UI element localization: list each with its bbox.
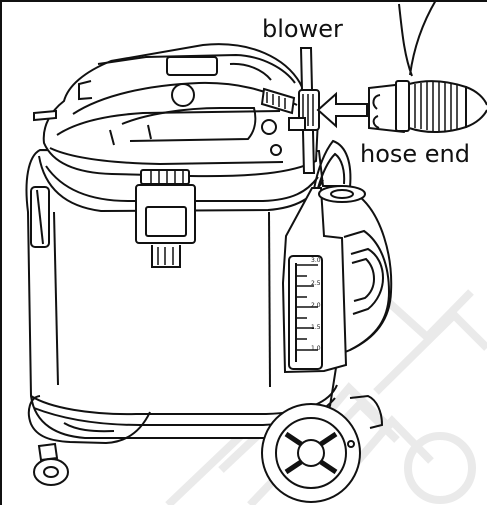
frame-left-border bbox=[0, 0, 2, 505]
tank-left-seam bbox=[53, 211, 59, 386]
rear-wheel-bolt bbox=[347, 440, 355, 448]
rotation-mark-bottom bbox=[372, 115, 380, 129]
motor-head bbox=[33, 43, 320, 178]
tank-right-seam bbox=[268, 211, 271, 388]
tank-side-panel bbox=[343, 229, 391, 351]
motor-head-knob bbox=[171, 83, 195, 107]
hose-ribs bbox=[414, 82, 458, 131]
front-base-line bbox=[63, 422, 115, 433]
insertion-arrow bbox=[316, 91, 368, 129]
lid-handle bbox=[121, 107, 257, 142]
motor-head-rim bbox=[97, 53, 296, 84]
hose-end-label: hose end bbox=[360, 140, 471, 168]
hose-cable-2 bbox=[409, 0, 437, 76]
clamp-inner bbox=[145, 206, 187, 237]
blower-label: blower bbox=[262, 15, 343, 43]
clamp-tab bbox=[151, 245, 181, 268]
water-level-window bbox=[288, 255, 323, 370]
hose-end-assembly bbox=[368, 0, 487, 134]
lid-grill bbox=[260, 87, 296, 115]
front-caster-mount bbox=[37, 442, 59, 462]
watermark-stroke-5 bbox=[373, 309, 487, 395]
scale-tick-1-5: 1.5 bbox=[311, 324, 321, 331]
scale-major-ticks bbox=[296, 264, 318, 351]
scale-tick-3-0: 3.0 bbox=[311, 257, 321, 264]
watermark-circle bbox=[404, 432, 476, 504]
left-side-panel-line bbox=[36, 189, 44, 245]
motor-head-bottom-line bbox=[49, 147, 284, 166]
clamp-top-ribs bbox=[150, 171, 184, 184]
water-tank bbox=[281, 139, 391, 374]
tank-bottom-rim bbox=[30, 384, 338, 416]
scale-tick-2-5: 2.5 bbox=[311, 280, 321, 287]
scale-tick-1-0: 1.0 bbox=[311, 345, 321, 352]
arrow-shape bbox=[316, 91, 368, 129]
hose-collar bbox=[395, 80, 410, 132]
left-latch bbox=[30, 186, 50, 248]
front-caster-hub bbox=[43, 466, 59, 478]
base-and-wheels bbox=[27, 394, 384, 503]
rear-wheel-hub bbox=[297, 439, 325, 467]
front-clamp bbox=[135, 169, 196, 268]
tank-filler-cap bbox=[330, 189, 354, 199]
display-panel bbox=[166, 56, 218, 76]
lid-lock-knob bbox=[270, 144, 282, 156]
handle-mid-rib bbox=[147, 124, 152, 140]
lid-grill-ribs bbox=[266, 92, 286, 109]
motor-head-mid-line bbox=[56, 110, 281, 136]
tank-hose-loop bbox=[313, 139, 352, 190]
clamp-tab-ribs bbox=[157, 247, 174, 265]
scale-tick-2-0: 2.0 bbox=[311, 302, 321, 309]
rear-wheel-guard bbox=[349, 394, 384, 429]
rear-wheel-spokes bbox=[284, 431, 338, 475]
frame-top-border bbox=[0, 0, 487, 2]
tank-side-recess bbox=[350, 247, 385, 315]
scale-minor-ticks bbox=[296, 275, 307, 340]
front-base bbox=[27, 395, 151, 445]
handle-left-rib bbox=[109, 129, 115, 146]
lid-outlet-ring bbox=[261, 119, 277, 135]
left-side-nozzle bbox=[33, 109, 57, 122]
rotation-mark-top bbox=[372, 94, 381, 110]
tank-inner-rim bbox=[45, 165, 319, 202]
clamp-top bbox=[140, 169, 190, 185]
tank-hose-loop-inner bbox=[317, 152, 346, 189]
hose-tail bbox=[465, 86, 487, 128]
tank-side-inner-recess bbox=[351, 257, 376, 302]
left-lid-port bbox=[78, 80, 93, 101]
display-curve bbox=[229, 62, 272, 81]
blower-socket bbox=[288, 117, 306, 131]
hose-cable-1 bbox=[398, 3, 413, 77]
blower-post bbox=[288, 47, 320, 174]
